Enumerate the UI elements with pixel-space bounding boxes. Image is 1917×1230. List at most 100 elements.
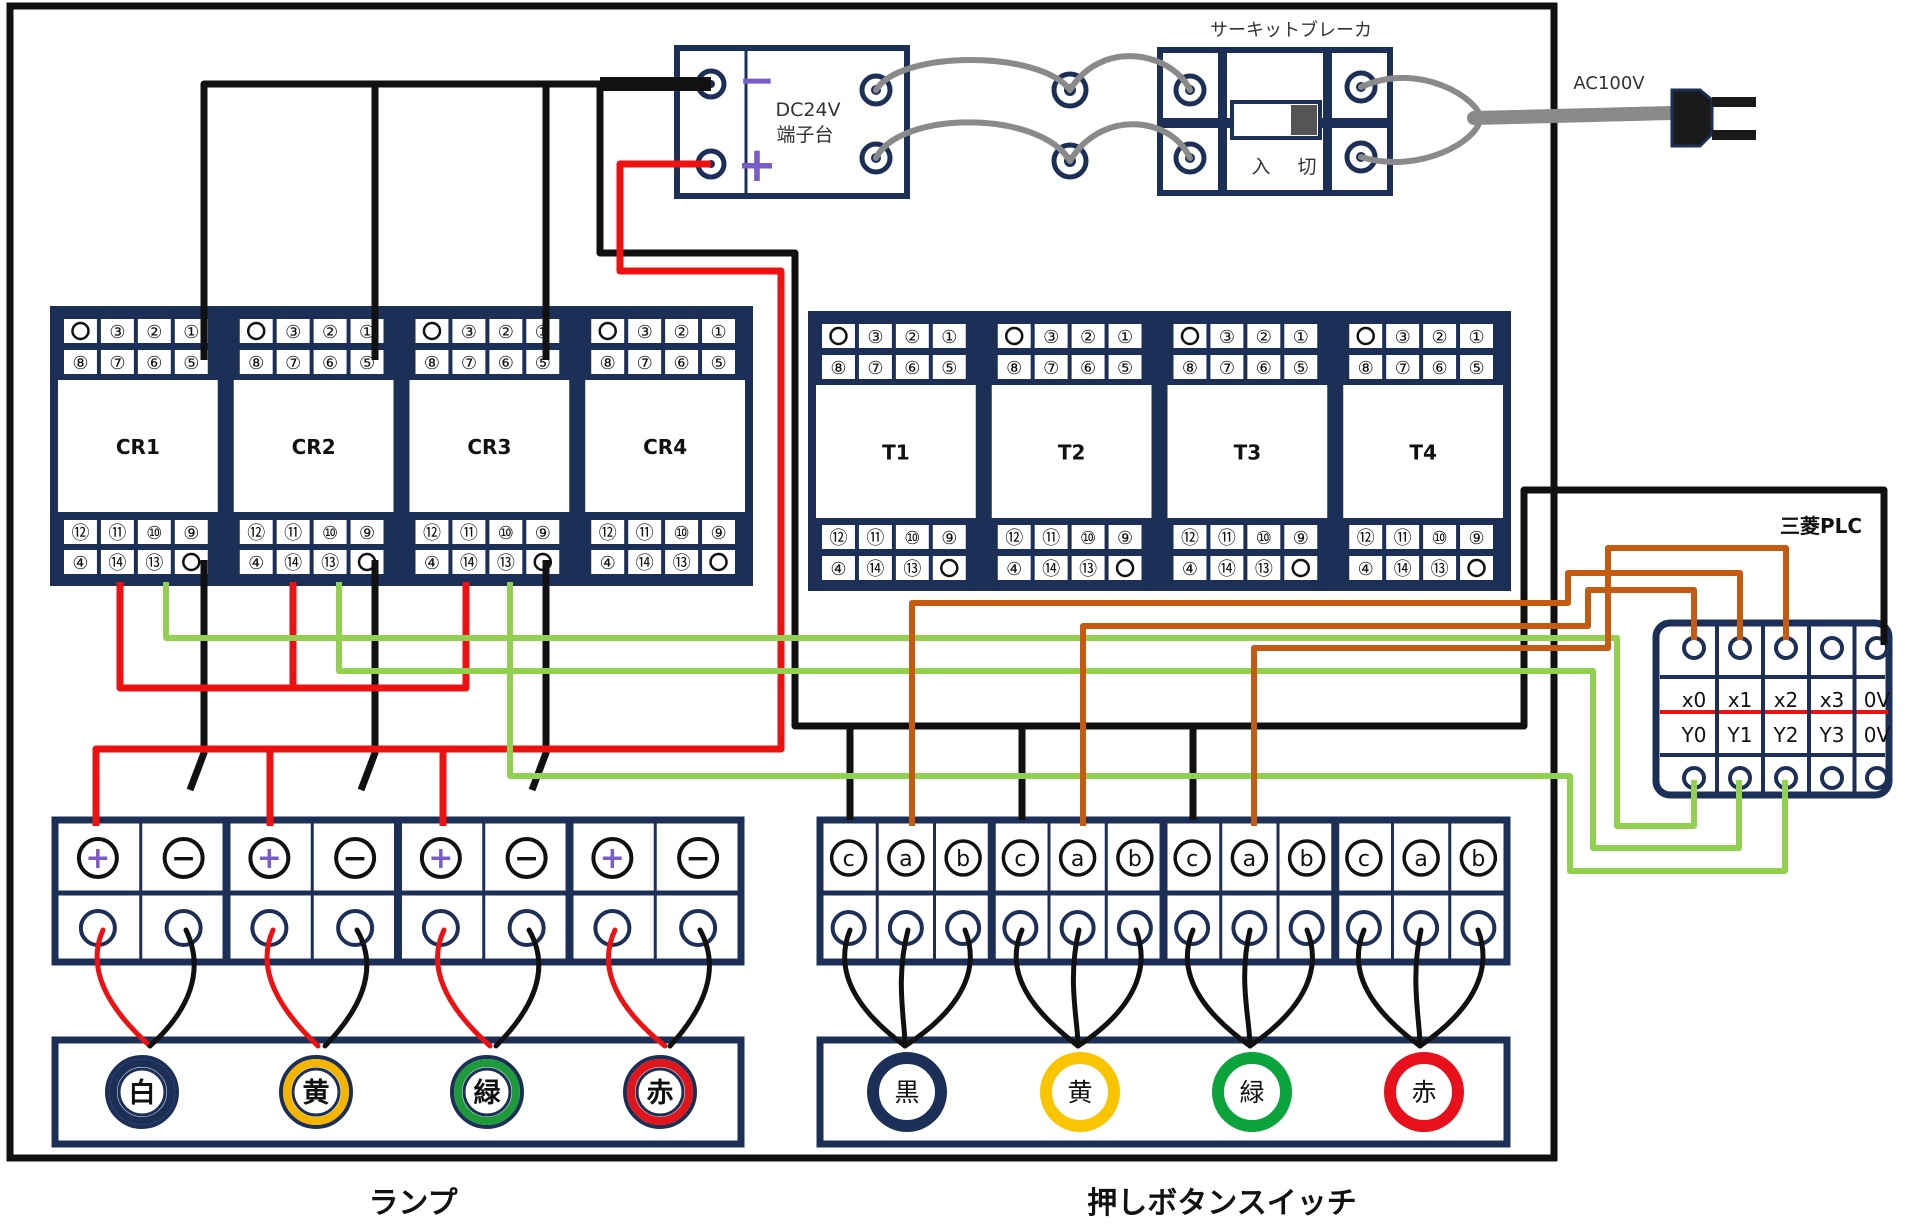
relay-pin-cell [452,520,486,544]
relay-pin-number: ⑨ [710,523,726,544]
lamp-strip-screw[interactable] [334,837,377,879]
lamp-polarity-symbol: + [600,841,625,876]
lamp-polarity-symbol: − [686,841,711,876]
plc-input-terminal[interactable] [1728,636,1752,660]
lamp-strip-lower-terminal[interactable] [336,909,375,947]
timer-pin-number: ⑪ [866,528,884,549]
push-button[interactable] [1384,1052,1464,1132]
timer-pin-terminal[interactable] [1356,326,1375,346]
timer-pin-terminal[interactable] [1115,558,1135,578]
switch-strip-screw[interactable] [1001,839,1040,877]
relay-pin-terminal[interactable] [422,321,442,341]
timer-body[interactable] [991,385,1152,518]
lamp-strip-lower-terminal[interactable] [164,909,203,947]
timer-pin-cell [895,324,929,348]
lamp-strip-screw[interactable] [419,837,462,879]
plc-output-terminal[interactable] [1865,766,1889,790]
timer-pin-terminal[interactable] [829,326,848,346]
timer-pin-cell [1173,556,1207,580]
lamp-strip-lower-terminal[interactable] [593,909,632,947]
plc-input-terminal[interactable] [1682,636,1706,660]
relay-pin-cell [628,350,662,374]
push-button[interactable] [1212,1052,1292,1132]
relay-pin-cell [452,350,486,374]
timer-pin-cell [1210,324,1244,348]
relay-body[interactable] [585,380,745,512]
switch-strip-screw[interactable] [1345,839,1383,877]
lamp-strip-screw[interactable] [677,837,720,879]
timer-pin-number: ⑨ [1468,528,1484,549]
relay-pin-cell [137,520,171,544]
lamp-strip-lower-terminal[interactable] [679,909,718,947]
relay-pin-number: ⑫ [599,523,617,544]
lamp-strip-screw[interactable] [505,837,548,879]
relay-pin-number: ⑭ [460,553,478,574]
relay-pin-cell [702,350,735,374]
switch-strip-screw[interactable] [1116,839,1154,877]
timer-pin-cell [1423,556,1457,580]
switch-strip-screw[interactable] [829,839,868,877]
switch-strip-screw[interactable] [944,839,982,877]
timer-pin-number: ② [1432,327,1448,348]
relay-pin-cell [276,550,310,574]
relay-pin-terminal[interactable] [709,552,728,572]
lamp-strip-screw[interactable] [162,837,205,879]
switch-strip-screw[interactable] [1402,839,1440,877]
relay-pin-number: ⑥ [674,353,690,374]
switch-strip-screw[interactable] [1230,839,1269,877]
timer-pin-cell [1386,556,1420,580]
timer-pin-terminal[interactable] [1291,558,1311,578]
switch-contact-label: b [1128,847,1142,872]
lamp-strip-screw[interactable] [76,837,119,879]
relay-pin-cell [489,319,523,343]
breaker-lever[interactable] [1291,105,1317,135]
switch-strip-lower-terminal[interactable] [945,910,982,946]
timer-pin-cell [1034,556,1068,580]
switch-strip-lower-terminal[interactable] [1002,910,1039,946]
switch-strip-screw[interactable] [1173,839,1211,877]
timer-body[interactable] [1167,385,1328,518]
switch-contact-label: b [956,847,970,872]
relay-pin-number: ② [146,322,162,343]
timer-pin-number: ⑪ [1218,528,1236,549]
plc-input-terminal[interactable] [1820,636,1844,660]
switch-strip-screw[interactable] [1459,839,1498,877]
relay-pin-number: ⑩ [322,523,338,544]
dc-terminal-label-1: DC24V [775,99,840,121]
timer-pin-number: ⑬ [903,559,921,580]
push-button[interactable] [867,1052,947,1132]
relay-pin-terminal[interactable] [246,321,266,341]
relay-body[interactable] [233,380,394,512]
relay-pin-terminal[interactable] [71,321,90,341]
lamp-strip-lower-terminal[interactable] [507,909,546,947]
relay-pin-number: ⑫ [247,523,265,544]
push-button[interactable] [1040,1052,1120,1132]
lamp-strip-screw[interactable] [248,837,291,879]
relay-pin-cell [239,550,273,574]
plc-output-terminal[interactable] [1820,766,1844,790]
timer-pin-cell [858,556,892,580]
relay-pin-terminal[interactable] [182,552,201,572]
timer-pin-cell [1247,556,1281,580]
relay-pin-cell [665,550,699,574]
relay-body[interactable] [409,380,570,512]
timer-pin-number: ⑭ [1218,559,1236,580]
timer-pin-terminal[interactable] [1467,558,1486,578]
switch-strip-screw[interactable] [1287,839,1326,877]
timer-pin-terminal[interactable] [1004,326,1024,346]
plc-input-terminal[interactable] [1774,636,1798,660]
timer-body[interactable] [1343,385,1503,518]
timer-pin-cell [1034,324,1068,348]
timer-pin-terminal[interactable] [940,558,959,578]
timer-pin-terminal[interactable] [1180,326,1200,346]
switch-strip-screw[interactable] [887,839,925,877]
lamp-strip-screw[interactable] [591,837,634,879]
switch-strip-screw[interactable] [1058,839,1097,877]
timer-pin-number: ② [904,327,920,348]
timer-pin-number: ③ [1043,327,1059,348]
relay-body[interactable] [58,380,218,512]
relay-pin-terminal[interactable] [598,321,617,341]
plc-output-label: Y3 [1819,723,1845,747]
relay-pin-number: ⑪ [460,523,478,544]
timer-body[interactable] [816,385,976,518]
